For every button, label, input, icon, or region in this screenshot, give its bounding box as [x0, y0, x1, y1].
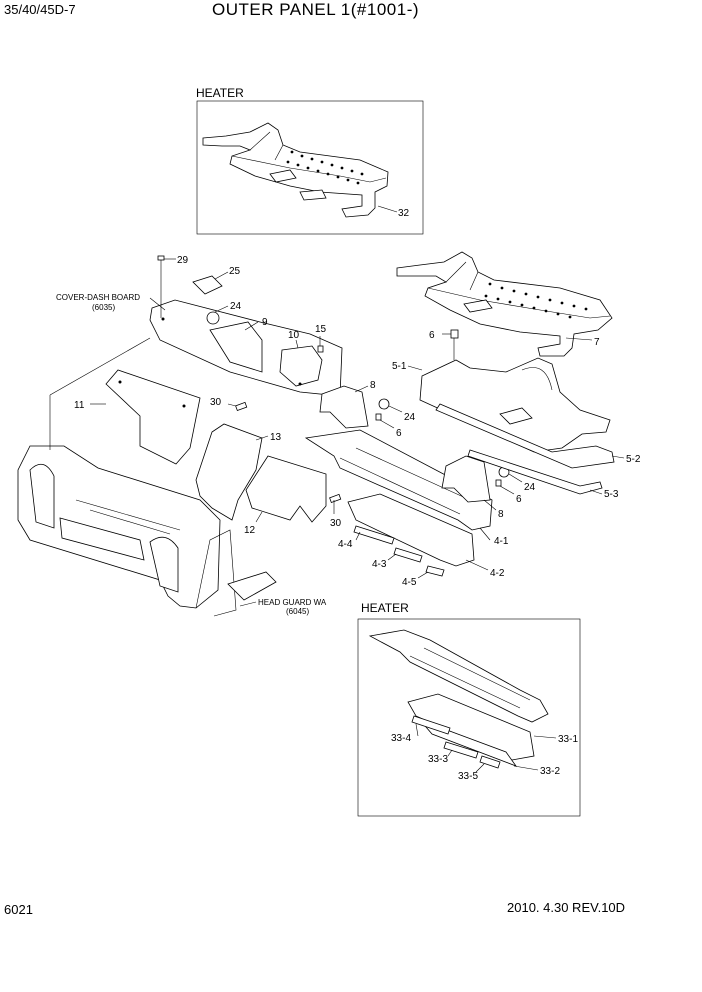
bolt-29 — [157, 255, 165, 318]
strip-33-5 — [479, 755, 501, 769]
callout-5-1: 5-1 — [392, 361, 407, 372]
page-number: 6021 — [4, 902, 33, 917]
duct-8-a — [319, 385, 369, 429]
floor-mat-heater — [202, 122, 389, 218]
callout-24-b: 24 — [404, 412, 416, 423]
callout-10: 10 — [288, 330, 300, 341]
strip-33-4 — [411, 715, 451, 735]
callout-6-b: 6 — [396, 428, 402, 439]
frame-body — [17, 445, 277, 617]
clip-15 — [317, 345, 324, 353]
callout-33-4: 33-4 — [391, 733, 411, 744]
plate-4-1 — [304, 429, 493, 531]
callout-5-2: 5-2 — [626, 454, 641, 465]
callout-32: 32 — [398, 208, 410, 219]
callout-4-5: 4-5 — [402, 577, 417, 588]
callout-30-a: 30 — [210, 397, 222, 408]
plate-5-3 — [467, 449, 603, 495]
floor-mat — [396, 251, 613, 357]
callout-33-2: 33-2 — [540, 766, 560, 777]
callout-15: 15 — [315, 324, 327, 335]
callout-6-c: 6 — [516, 494, 522, 505]
callout-8-b: 8 — [498, 509, 504, 520]
bolt-30-a — [235, 401, 248, 412]
callout-11: 11 — [74, 400, 85, 411]
callout-8-a: 8 — [370, 380, 376, 391]
clip-6-a — [450, 329, 459, 339]
heater-inset-top: HEATER 32 — [196, 86, 424, 235]
clip-6-b — [375, 413, 382, 421]
duct-8-b — [441, 455, 491, 503]
callout-30-b: 30 — [330, 518, 342, 529]
callout-33-1: 33-1 — [558, 734, 578, 745]
callout-6-a: 6 — [429, 330, 435, 341]
bolt-30-b — [329, 493, 342, 504]
plate-4-2 — [347, 493, 475, 567]
strip-33-3 — [443, 741, 479, 759]
callout-33-3: 33-3 — [428, 754, 448, 765]
panel-12 — [245, 455, 327, 523]
panel-11 — [105, 369, 201, 465]
callout-4-2: 4-2 — [490, 568, 505, 579]
heater-label-bottom: HEATER — [361, 601, 409, 615]
callout-25: 25 — [229, 266, 241, 277]
strip-4-4 — [353, 525, 395, 545]
heater-inset-bottom: HEATER 33-1 33-2 33-4 33-3 33-5 — [357, 601, 581, 817]
callout-9: 9 — [262, 317, 268, 328]
callout-33-5: 33-5 — [458, 771, 478, 782]
callout-4-4: 4-4 — [338, 539, 353, 550]
note-head-guard-ref: (6045) — [286, 607, 309, 616]
callout-24-c: 24 — [524, 482, 536, 493]
note-cover-dash: COVER-DASH BOARD — [56, 293, 140, 302]
revision-date: 2010. 4.30 REV.10D — [507, 900, 626, 915]
plate-33 — [368, 629, 549, 723]
dash-board — [149, 299, 343, 397]
plate-25 — [192, 275, 223, 295]
note-head-guard: HEAD GUARD WA — [258, 598, 327, 607]
callout-7: 7 — [594, 337, 600, 348]
callout-13: 13 — [270, 432, 282, 443]
note-cover-dash-ref: (6035) — [92, 303, 115, 312]
callout-29: 29 — [177, 255, 189, 266]
model-number: 35/40/45D-7 — [4, 2, 76, 17]
grommet-24-b — [378, 398, 390, 410]
callout-24-a: 24 — [230, 301, 242, 312]
panel-13 — [195, 423, 263, 521]
callout-5-3: 5-3 — [604, 489, 619, 500]
clip-6-c — [495, 479, 502, 487]
strip-4-5 — [425, 565, 445, 577]
callout-12: 12 — [244, 525, 256, 536]
callout-4-3: 4-3 — [372, 559, 387, 570]
strip-4-3 — [393, 547, 423, 563]
heater-label-top: HEATER — [196, 86, 244, 100]
callout-4-1: 4-1 — [494, 536, 509, 547]
page-title: OUTER PANEL 1(#1001-) — [212, 0, 420, 19]
plate-5-2 — [435, 403, 615, 469]
